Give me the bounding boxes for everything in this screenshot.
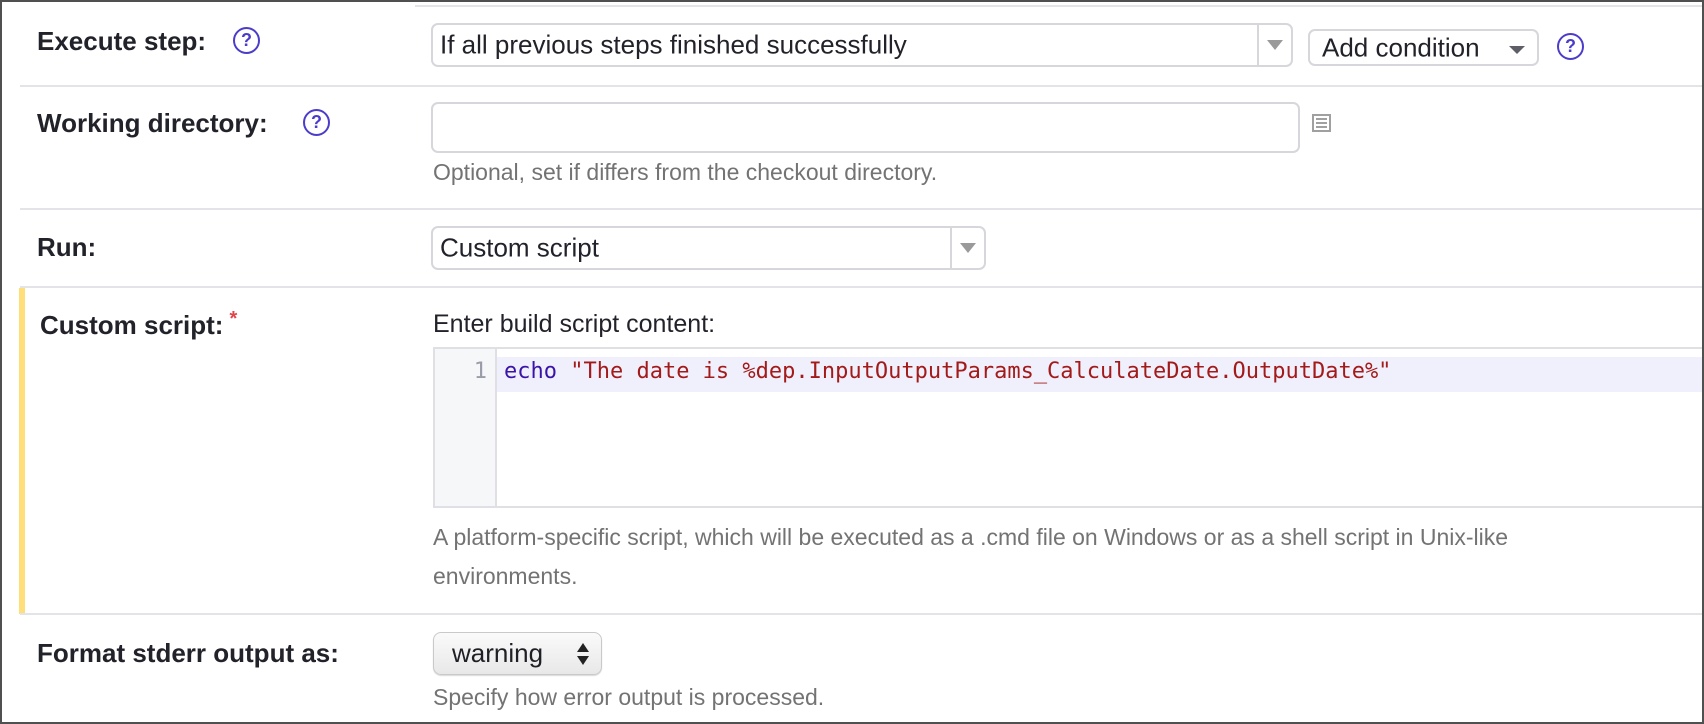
editor-gutter: 1 — [435, 349, 497, 506]
custom-script-hint-line1: A platform-specific script, which will b… — [433, 524, 1509, 550]
run-select[interactable]: Custom script — [431, 226, 986, 270]
code-keyword: echo — [504, 359, 557, 384]
chevron-down-icon — [960, 243, 976, 253]
working-directory-help-icon[interactable]: ? — [303, 109, 330, 136]
working-directory-label-text: Working directory: — [37, 108, 268, 138]
required-asterisk: * — [229, 308, 238, 330]
execute-step-help-icon[interactable]: ? — [233, 27, 260, 54]
execute-step-select-value: If all previous steps finished successfu… — [440, 29, 907, 60]
execute-step-select[interactable]: If all previous steps finished successfu… — [431, 23, 1293, 67]
run-select-value: Custom script — [440, 232, 599, 263]
working-directory-input[interactable] — [431, 102, 1300, 153]
add-condition-button[interactable]: Add condition — [1308, 29, 1539, 66]
add-condition-help-icon[interactable]: ? — [1557, 33, 1584, 60]
format-stderr-select[interactable]: warning — [433, 632, 602, 675]
run-select-arrow[interactable] — [950, 228, 984, 268]
row-divider — [20, 208, 1702, 210]
row-divider — [20, 613, 1702, 615]
custom-script-hint-line2: environments. — [433, 563, 578, 589]
script-editor[interactable]: 1 echo "The date is %dep.InputOutputPara… — [433, 347, 1702, 508]
format-stderr-select-value: warning — [452, 637, 544, 668]
active-line-highlight — [497, 357, 1702, 392]
highlight-bar — [19, 288, 25, 614]
code-string: "The date is %dep.InputOutputParams_Calc… — [570, 359, 1392, 384]
row-divider — [20, 286, 1702, 288]
line-number: 1 — [473, 359, 487, 384]
run-label-text: Run: — [37, 232, 97, 262]
run-label: Run: — [37, 232, 96, 263]
updown-arrows-icon — [577, 643, 589, 665]
custom-script-label-text: Custom script: — [40, 310, 224, 340]
chevron-down-icon — [1267, 40, 1283, 50]
editor-label: Enter build script content: — [433, 310, 716, 338]
execute-step-select-arrow[interactable] — [1257, 25, 1291, 65]
code-line[interactable]: echo "The date is %dep.InputOutputParams… — [504, 359, 1391, 384]
format-stderr-label-text: Format stderr output as: — [37, 638, 339, 668]
working-directory-label: Working directory: — [37, 108, 268, 139]
working-directory-hint: Optional, set if differs from the checko… — [433, 159, 938, 185]
caret-down-icon — [1509, 45, 1525, 54]
format-stderr-label: Format stderr output as: — [37, 638, 339, 669]
row-divider — [20, 85, 1702, 87]
top-divider — [415, 5, 1702, 7]
list-icon[interactable] — [1312, 114, 1331, 132]
format-stderr-hint: Specify how error output is processed. — [433, 684, 825, 710]
add-condition-label: Add condition — [1322, 32, 1480, 62]
custom-script-label: Custom script:* — [40, 308, 238, 341]
execute-step-label: Execute step: — [37, 26, 206, 57]
execute-step-label-text: Execute step: — [37, 26, 207, 56]
